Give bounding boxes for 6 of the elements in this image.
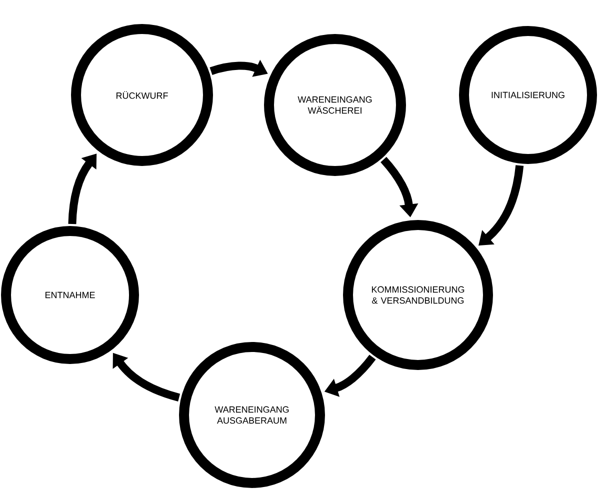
circle-node: ENTNAHME bbox=[1, 226, 139, 364]
circle-node: WARENEINGANG WÄSCHEREI bbox=[264, 34, 406, 176]
circle-node: INITIALISIERUNG bbox=[459, 26, 597, 164]
circle-node: KOMMISSIONIERUNG & VERSANDBILDUNG bbox=[343, 220, 493, 370]
circle-node: RÜCKWURF bbox=[71, 24, 213, 166]
circle-node: WARENEINGANG AUSGABERAUM bbox=[179, 342, 325, 488]
